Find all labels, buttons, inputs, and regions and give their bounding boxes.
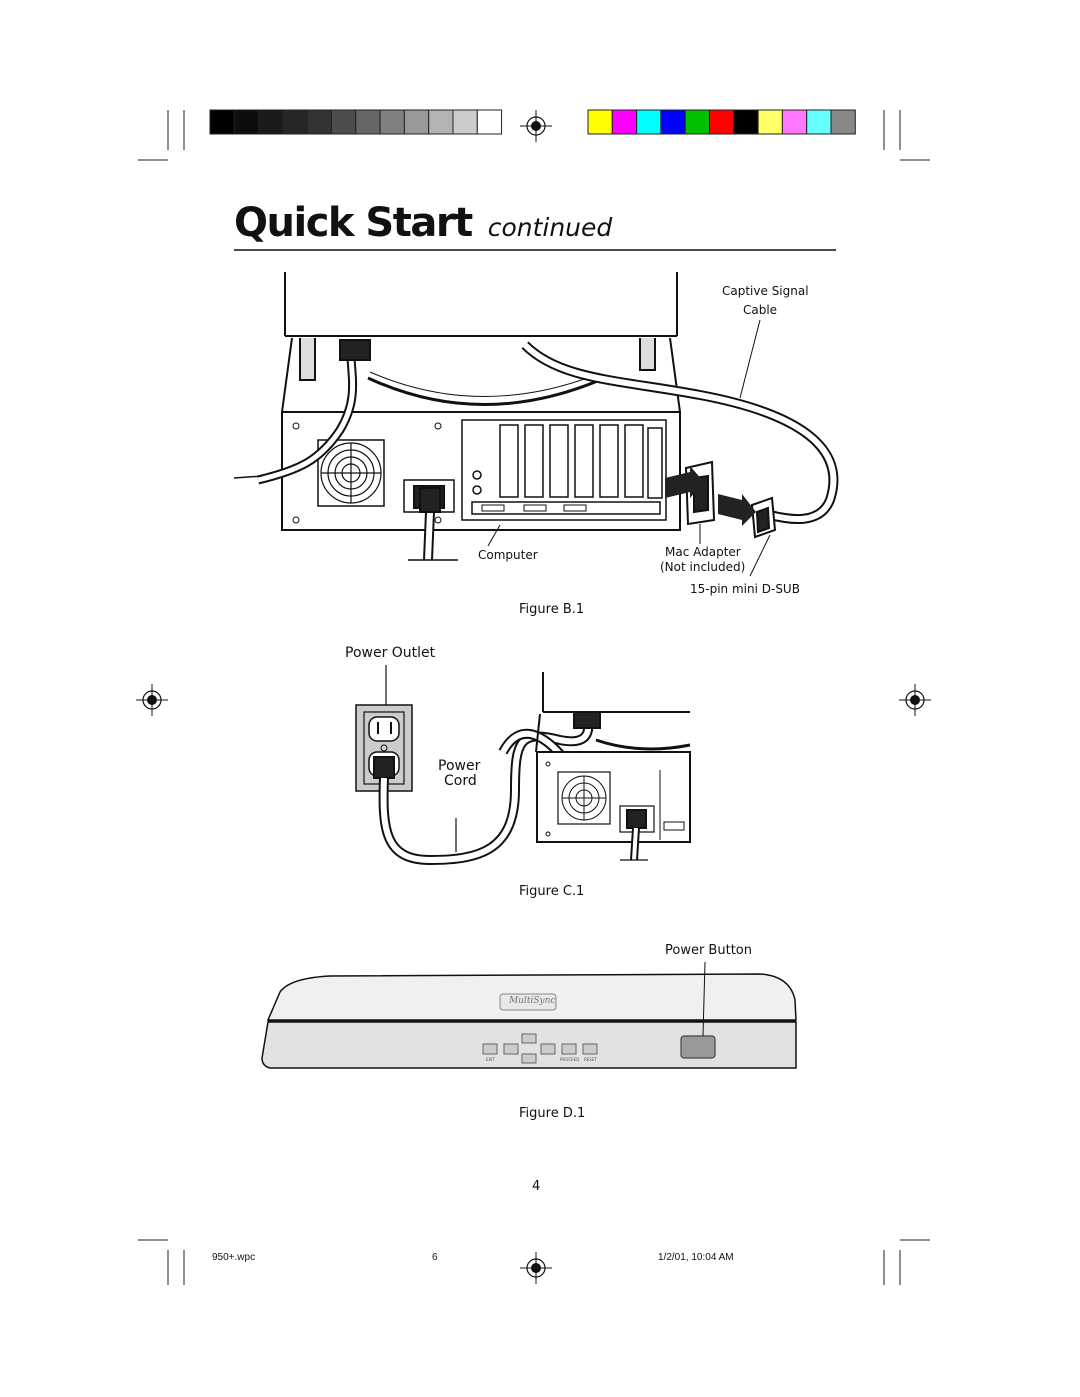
power-button-label: Power Button bbox=[665, 943, 752, 958]
page-number: 4 bbox=[532, 1179, 541, 1194]
not-included-label: (Not included) bbox=[660, 560, 746, 574]
exit-control-label: EXIT bbox=[486, 1057, 495, 1062]
print-footer-timestamp: 1/2/01, 10:04 AM bbox=[658, 1252, 734, 1263]
gray-swatch bbox=[452, 109, 478, 135]
page-title: Quick Start continued bbox=[234, 200, 612, 246]
color-swatch bbox=[781, 109, 808, 135]
power-outlet-label: Power Outlet bbox=[345, 645, 436, 661]
gray-swatch bbox=[476, 109, 503, 135]
color-swatch bbox=[757, 109, 783, 135]
color-swatch bbox=[636, 109, 662, 135]
registration-mark bbox=[899, 684, 931, 716]
figure-c1-caption: Figure C.1 bbox=[519, 884, 585, 899]
page-title-main: Quick Start bbox=[234, 200, 473, 246]
figure-b1-illustration bbox=[233, 272, 839, 561]
figure-d1-illustration bbox=[261, 961, 797, 1069]
gray-swatch bbox=[403, 109, 430, 135]
gray-swatch bbox=[428, 109, 454, 135]
figure-d1-caption: Figure D.1 bbox=[519, 1106, 586, 1121]
mac-adapter-label: Mac Adapter bbox=[665, 545, 741, 559]
figure-b1-caption: Figure B.1 bbox=[519, 602, 585, 617]
crop-marks bbox=[138, 110, 930, 1285]
gray-swatch bbox=[258, 109, 284, 135]
color-swatch bbox=[709, 109, 735, 135]
color-swatch bbox=[611, 109, 638, 135]
gray-swatch bbox=[282, 109, 308, 135]
figure-b1-leaders bbox=[487, 319, 771, 577]
page-title-suffix: continued bbox=[487, 213, 613, 242]
color-swatch bbox=[660, 109, 686, 135]
registration-mark bbox=[520, 1252, 552, 1284]
gray-swatch bbox=[209, 109, 235, 135]
print-footer-sheet: 6 bbox=[432, 1252, 438, 1263]
cable-label: Cable bbox=[743, 303, 778, 317]
color-swatch bbox=[830, 109, 856, 135]
computer-label: Computer bbox=[478, 548, 538, 562]
captive-signal-label: Captive Signal bbox=[722, 284, 809, 298]
cord-label: Cord bbox=[444, 773, 477, 789]
dsub-label: 15-pin mini D-SUB bbox=[690, 582, 800, 596]
registration-mark bbox=[136, 684, 168, 716]
registration-mark bbox=[520, 110, 552, 142]
power-label: Power bbox=[438, 758, 481, 774]
registration-marks bbox=[136, 110, 931, 1284]
color-swatch bbox=[684, 109, 711, 135]
gray-swatch bbox=[233, 109, 260, 135]
reset-control-label: RESET bbox=[584, 1057, 597, 1062]
brand-logo: MultiSync bbox=[509, 996, 556, 1006]
proceed-control-label: PROCEED bbox=[560, 1057, 580, 1062]
figure-c1-illustration bbox=[355, 665, 691, 866]
gray-swatch bbox=[355, 109, 381, 135]
color-calibration-bar bbox=[209, 109, 856, 135]
print-footer-file: 950+.wpc bbox=[212, 1252, 256, 1263]
gray-swatch bbox=[306, 109, 333, 135]
color-swatch bbox=[587, 109, 613, 135]
